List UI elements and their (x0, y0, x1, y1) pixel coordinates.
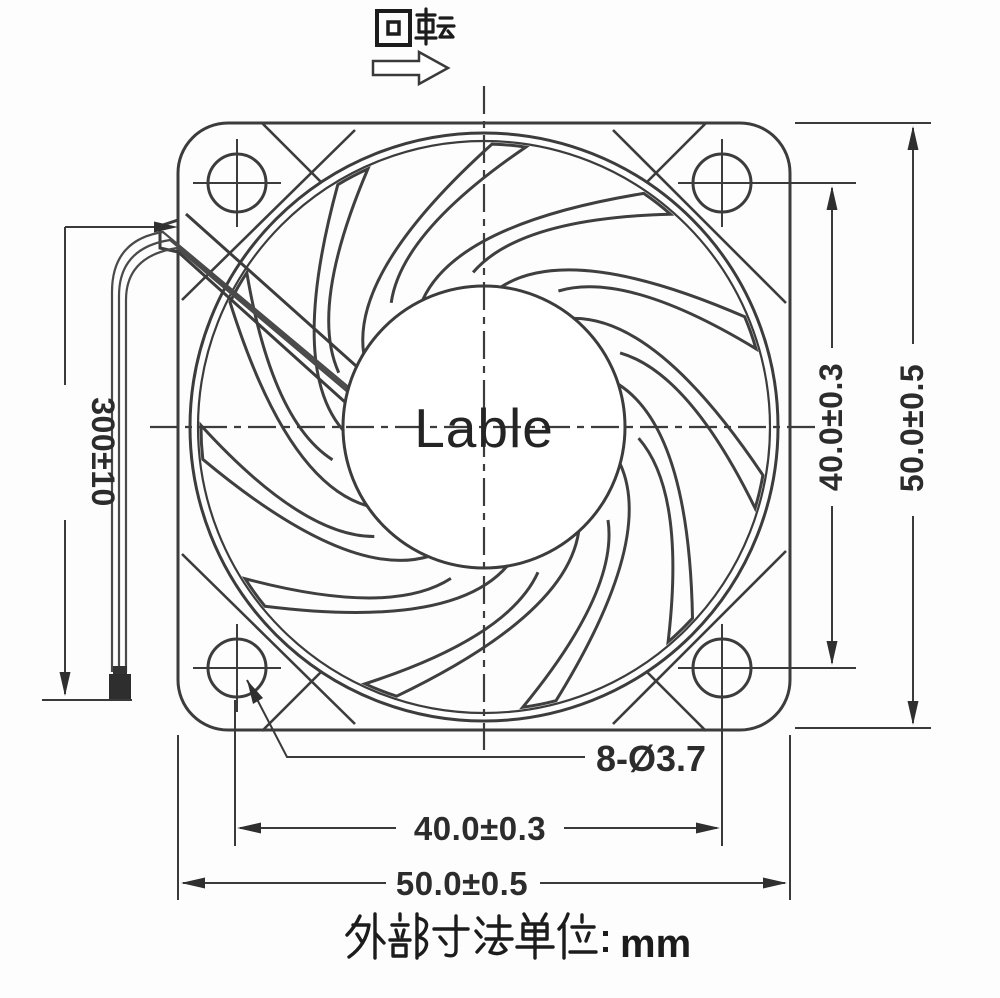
fan-blade (500, 268, 759, 353)
mounting-hole-top-right (678, 139, 766, 227)
dim-frame-height-text: 50.0±0.5 (894, 364, 930, 492)
dimension-frame-height (795, 122, 931, 729)
rotation-label: 回転 (374, 6, 458, 53)
hole-size-callout-leader (246, 679, 585, 758)
corner-webs (181, 122, 787, 732)
mounting-hole-bottom-right (678, 624, 766, 712)
dim-frame-width-text: 50.0±0.5 (396, 865, 528, 902)
units-note-text: 外部寸法単位： (346, 917, 626, 961)
units-note: 外部寸法単位： mm (345, 912, 691, 966)
fan-blade (312, 165, 371, 432)
mounting-hole-bottom-left (193, 624, 281, 712)
fan-blade (519, 463, 631, 710)
fan-blade (573, 316, 765, 513)
dimension-hole-pitch-horizontal (234, 700, 723, 846)
mounting-hole-top-left (193, 139, 281, 227)
dimension-arrowheads (59, 126, 919, 889)
center-lines (150, 86, 816, 750)
dimension-hole-pitch-vertical (758, 182, 856, 669)
fan-blade (360, 531, 581, 698)
fan-blade (241, 565, 509, 614)
lead-wires (110, 230, 363, 672)
dim-hole-pitch-vertical-text: 40.0±0.3 (813, 363, 849, 491)
wire-connector (109, 666, 131, 700)
dimension-wire-length (42, 226, 172, 701)
units-value-text: mm (620, 922, 691, 966)
hub-label: Lable (414, 397, 554, 459)
rotation-label-text: 回転 (374, 6, 458, 53)
dim-wire-length-text: 300±10 (85, 397, 121, 507)
fan-blades (199, 142, 765, 710)
fan-blade (617, 383, 695, 646)
hole-size-callout-text: 8-Ø3.7 (596, 738, 706, 779)
fan-blade (199, 421, 429, 562)
rotation-arrow-icon (371, 49, 451, 87)
dim-hole-pitch-horizontal-text: 40.0±0.3 (414, 810, 546, 847)
fan-blade (421, 191, 675, 301)
dimension-frame-width (177, 735, 791, 900)
mounting-holes (193, 139, 766, 712)
fan-blade (361, 142, 530, 354)
